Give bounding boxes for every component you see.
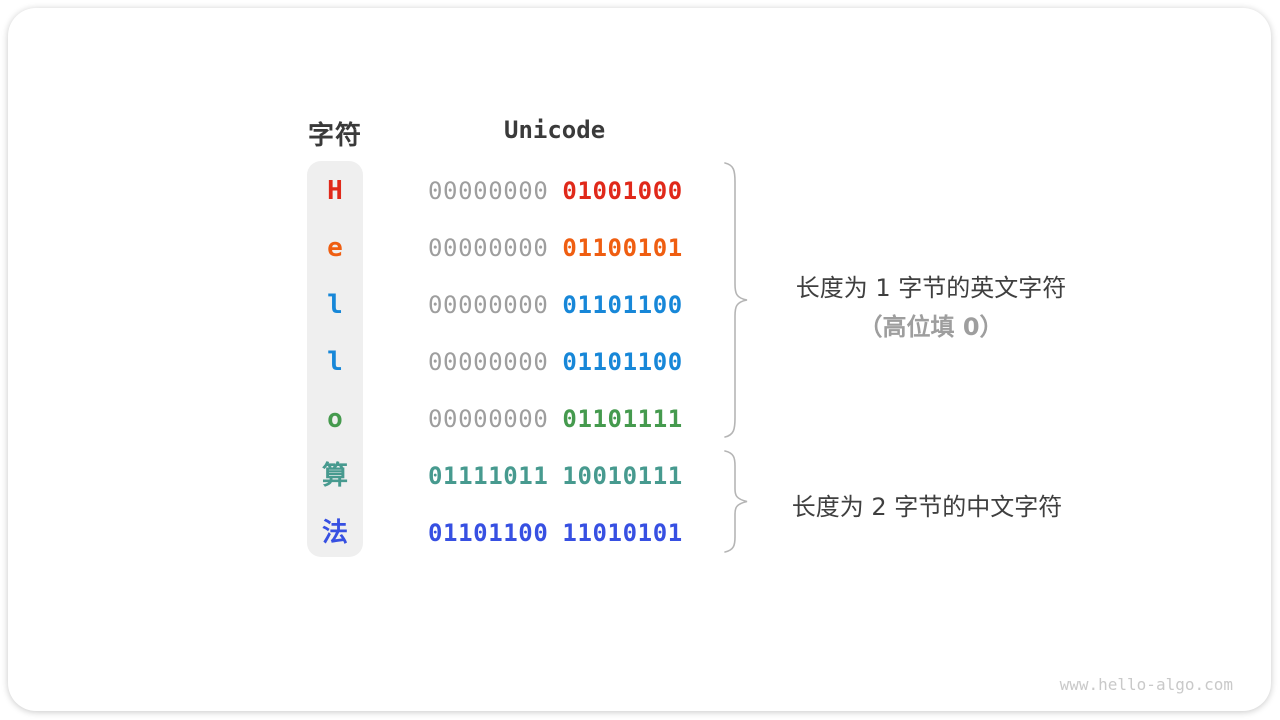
unicode-binary: 01101100 11010101 bbox=[428, 521, 683, 545]
high-byte: 01111011 bbox=[428, 461, 549, 490]
high-byte: 00000000 bbox=[428, 176, 549, 205]
group2-label-line1: 长度为 2 字节的中文字符 bbox=[791, 493, 1063, 521]
high-byte: 00000000 bbox=[428, 233, 549, 262]
watermark: www.hello-algo.com bbox=[1059, 675, 1233, 694]
table-row: l 00000000 01101100 bbox=[0, 333, 1280, 390]
unicode-binary: 00000000 01101111 bbox=[428, 407, 683, 431]
low-byte: 01001000 bbox=[562, 176, 683, 205]
group1-label: 长度为 1 字节的英文字符 （高位填 0） bbox=[761, 269, 1101, 347]
unicode-binary: 01111011 10010111 bbox=[428, 464, 683, 488]
high-byte: 00000000 bbox=[428, 404, 549, 433]
table-row: l 00000000 01101100 bbox=[0, 276, 1280, 333]
table-row: o 00000000 01101111 bbox=[0, 390, 1280, 447]
character-cell: 法 bbox=[321, 517, 348, 548]
unicode-binary: 00000000 01001000 bbox=[428, 179, 683, 203]
unicode-binary: 00000000 01100101 bbox=[428, 236, 683, 260]
high-byte: 00000000 bbox=[428, 290, 549, 319]
high-byte: 01101100 bbox=[428, 518, 549, 547]
table-row: H 00000000 01001000 bbox=[0, 162, 1280, 219]
high-byte: 00000000 bbox=[428, 347, 549, 376]
group2-brace bbox=[724, 450, 748, 553]
group1-brace bbox=[724, 162, 748, 438]
group1-label-line1: 长度为 1 字节的英文字符 bbox=[795, 274, 1067, 302]
diagram-card bbox=[8, 8, 1271, 711]
low-byte: 10010111 bbox=[562, 461, 683, 490]
character-cell: l bbox=[327, 346, 343, 377]
low-byte: 01101100 bbox=[562, 290, 683, 319]
table-row: 算 01111011 10010111 bbox=[0, 447, 1280, 504]
character-cell: l bbox=[327, 289, 343, 320]
low-byte: 11010101 bbox=[562, 518, 683, 547]
encoding-rows: H 00000000 01001000 e 00000000 01100101 l … bbox=[0, 162, 1280, 561]
table-row: 法 01101100 11010101 bbox=[0, 504, 1280, 561]
low-byte: 01100101 bbox=[562, 233, 683, 262]
unicode-binary: 00000000 01101100 bbox=[428, 350, 683, 374]
character-cell: H bbox=[327, 175, 343, 206]
character-column-background bbox=[307, 161, 363, 557]
low-byte: 01101100 bbox=[562, 347, 683, 376]
group1-label-line2: （高位填 0） bbox=[858, 313, 1004, 341]
character-cell: o bbox=[327, 403, 343, 434]
unicode-binary: 00000000 01101100 bbox=[428, 293, 683, 317]
low-byte: 01101111 bbox=[562, 404, 683, 433]
table-row: e 00000000 01100101 bbox=[0, 219, 1280, 276]
character-cell: 算 bbox=[321, 460, 348, 491]
character-cell: e bbox=[327, 232, 343, 263]
column-header-unicode: Unicode bbox=[504, 116, 606, 144]
group2-label: 长度为 2 字节的中文字符 bbox=[757, 487, 1097, 522]
column-header-char: 字符 bbox=[307, 121, 362, 151]
